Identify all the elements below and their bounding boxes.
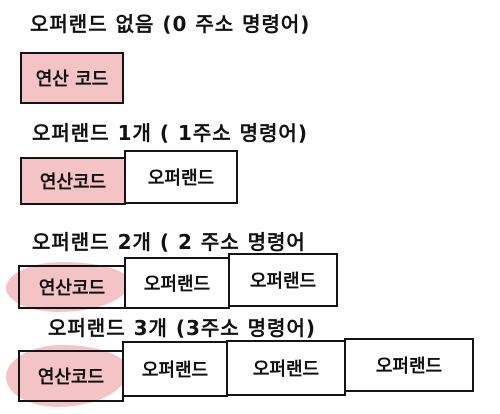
opcode-cell: 연산 코드 [20,52,124,104]
operand-cell: 오퍼랜드 [124,150,238,204]
operand-cell: 오퍼랜드 [122,341,228,397]
format-heading: 오퍼랜드 없음 (0 주소 명령어) [30,12,311,36]
opcode-cell: 연산코드 [20,157,126,205]
format-heading: 오퍼랜드 2개 ( 2 주소 명령어 [32,230,306,254]
opcode-cell: 연산코드 [18,265,126,309]
format-heading: 오퍼랜드 3개 (3주소 명령어) [48,316,317,340]
opcode-cell: 연산코드 [18,350,124,402]
operand-cell: 오퍼랜드 [124,257,230,309]
operand-cell: 오퍼랜드 [228,253,338,307]
operand-cell: 오퍼랜드 [344,338,474,392]
operand-cell: 오퍼랜드 [226,340,346,396]
format-heading: 오퍼랜드 1개 ( 1주소 명령어) [32,121,308,145]
